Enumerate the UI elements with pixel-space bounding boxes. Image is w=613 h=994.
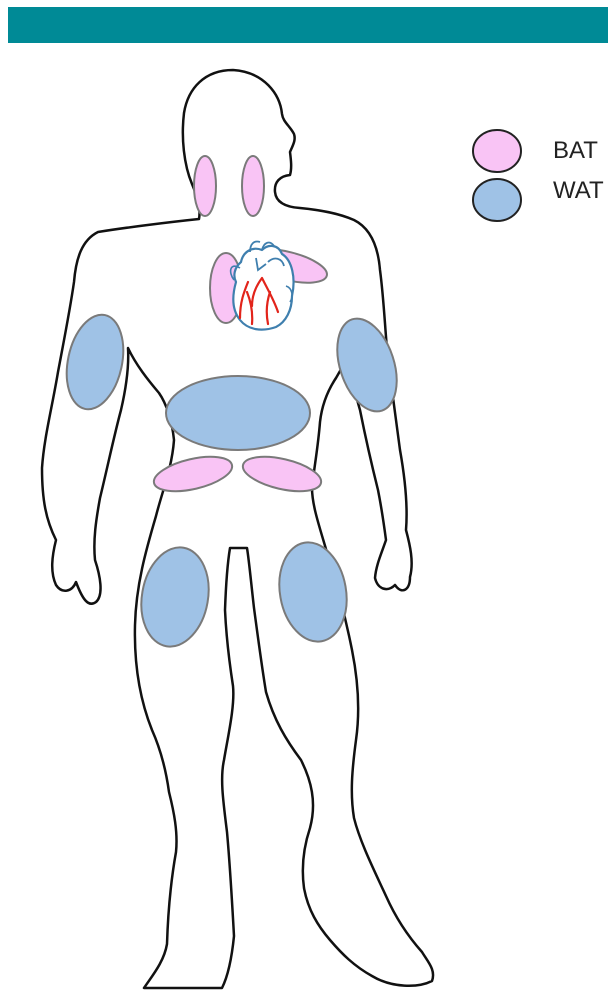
bat-depot-neck-left (194, 156, 216, 216)
legend-swatch-bat (473, 130, 521, 172)
wat-depot-abdomen (166, 376, 310, 450)
bat-depot-neck-right (242, 156, 264, 216)
human-body-outline-icon (42, 70, 433, 988)
legend-label-wat: WAT (553, 177, 604, 204)
legend: BAT WAT (473, 130, 604, 221)
legend-swatch-wat (473, 179, 521, 221)
legend-item-bat: BAT (473, 130, 598, 172)
legend-label-bat: BAT (553, 137, 598, 164)
legend-item-wat: WAT (473, 177, 604, 221)
